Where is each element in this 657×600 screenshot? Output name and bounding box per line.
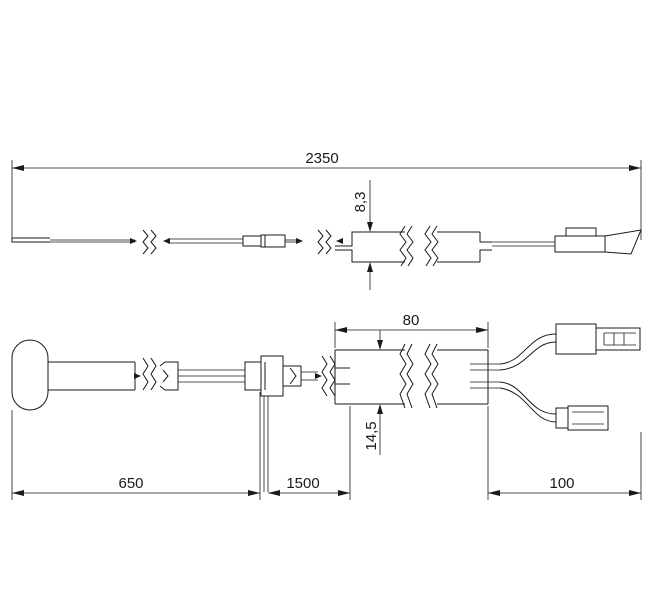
dimension-housing-height: 14,5 <box>363 330 383 455</box>
switch-body <box>11 339 49 411</box>
left-segment-label: 650 <box>118 475 143 492</box>
dimension-top-body-height: 8,3 <box>352 180 373 290</box>
housing-height-label: 14,5 <box>363 421 380 450</box>
top-body-height-label: 8,3 <box>352 192 369 213</box>
middle-segment-label: 1500 <box>286 475 319 492</box>
top-view-cable <box>11 225 642 267</box>
upper-plug <box>555 323 597 355</box>
bottom-view-assembly <box>11 323 641 492</box>
dimension-bottom-chain: 650 1500 100 <box>11 392 642 500</box>
dimension-overall: 2350 <box>11 150 642 240</box>
lower-plug <box>555 407 569 429</box>
right-segment-label: 100 <box>549 475 574 492</box>
dimension-housing-width: 80 <box>334 312 489 348</box>
housing-width-label: 80 <box>403 312 420 329</box>
overall-length-label: 2350 <box>305 150 338 167</box>
